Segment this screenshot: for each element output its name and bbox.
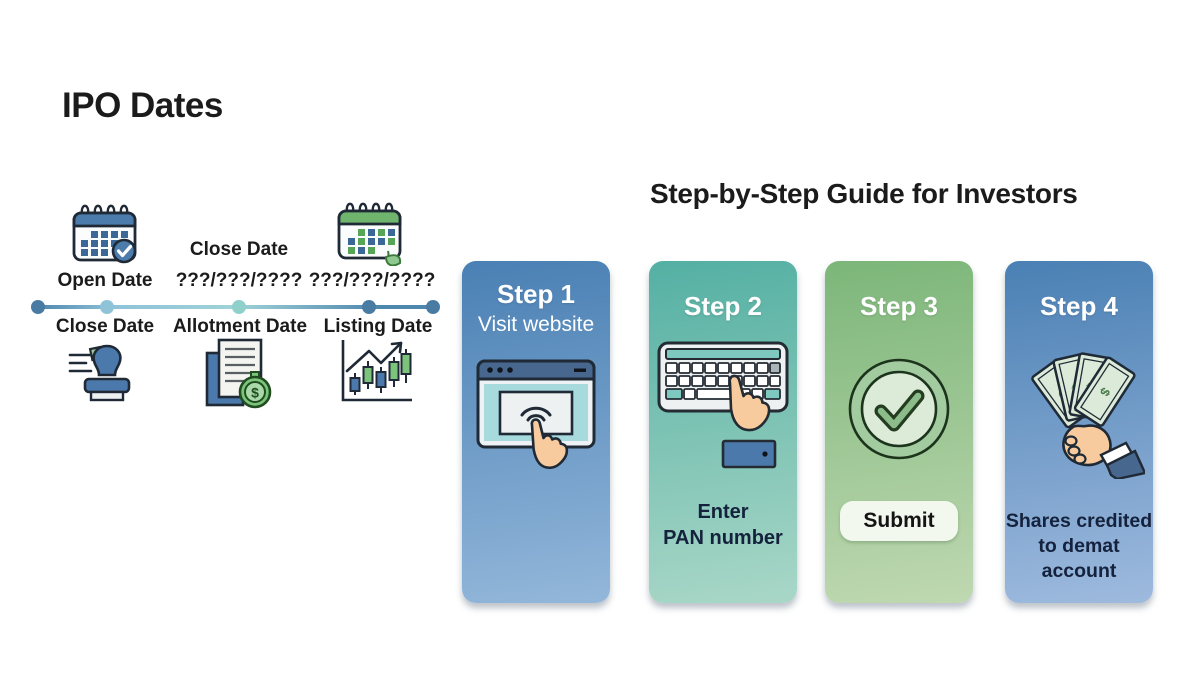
caption-line: Enter <box>697 501 749 523</box>
listing-date-label: Listing Date <box>323 316 433 337</box>
step-1-subtitle: Visit website <box>477 313 595 336</box>
submit-button[interactable]: Submit <box>840 501 958 541</box>
caption-line: to demat <box>1038 535 1120 557</box>
step-2-title: Step 2 <box>683 291 763 321</box>
caption-line: Shares credited <box>1005 510 1153 532</box>
step-3-card: Step 3 Submit <box>825 261 973 603</box>
step-4-card: Step 4 $ $ $ <box>1005 261 1153 603</box>
allotment-date-label: Allotment Date <box>172 316 308 337</box>
caption-line: PAN number <box>663 527 783 549</box>
keyboard-typing-icon <box>657 341 789 469</box>
step-2-caption: Enter PAN number <box>649 499 797 551</box>
open-date-label: Open Date <box>57 270 153 291</box>
step-2-card: Step 2 Enter PAN number <box>649 261 797 603</box>
timeline-dot <box>100 300 114 314</box>
step-4-caption: Shares credited to demat account <box>1005 509 1153 584</box>
stamp-icon <box>68 344 131 402</box>
close-date-bottom-label: Close Date <box>55 316 155 337</box>
browser-tap-icon <box>476 359 596 470</box>
step-4-title: Step 4 <box>1039 291 1119 321</box>
check-circle-icon <box>848 358 950 460</box>
guide-heading: Step-by-Step Guide for Investors <box>650 178 1078 209</box>
money-fan-hand-icon: $ $ $ $ <box>1031 352 1145 479</box>
svg-text:$: $ <box>251 385 259 401</box>
timeline-dot <box>362 300 376 314</box>
calendar-leaf-icon <box>337 202 402 266</box>
close-date-top-label: Close Date <box>189 239 289 260</box>
caption-line: account <box>1041 560 1117 582</box>
step-3-title: Step 3 <box>859 291 939 321</box>
timeline-dot <box>31 300 45 314</box>
step-1-title: Step 1 <box>496 279 576 309</box>
close-date-placeholder: ???/???/???? <box>175 270 303 291</box>
listing-date-placeholder: ???/???/???? <box>308 270 436 291</box>
step-1-card: Step 1 Visit website <box>462 261 610 603</box>
candlestick-chart-icon <box>341 340 412 402</box>
calendar-check-icon <box>72 204 137 264</box>
page-title: IPO Dates <box>62 86 223 125</box>
timeline-dot <box>426 300 440 314</box>
document-dollar-icon: $ <box>205 338 272 409</box>
timeline-dot <box>232 300 246 314</box>
